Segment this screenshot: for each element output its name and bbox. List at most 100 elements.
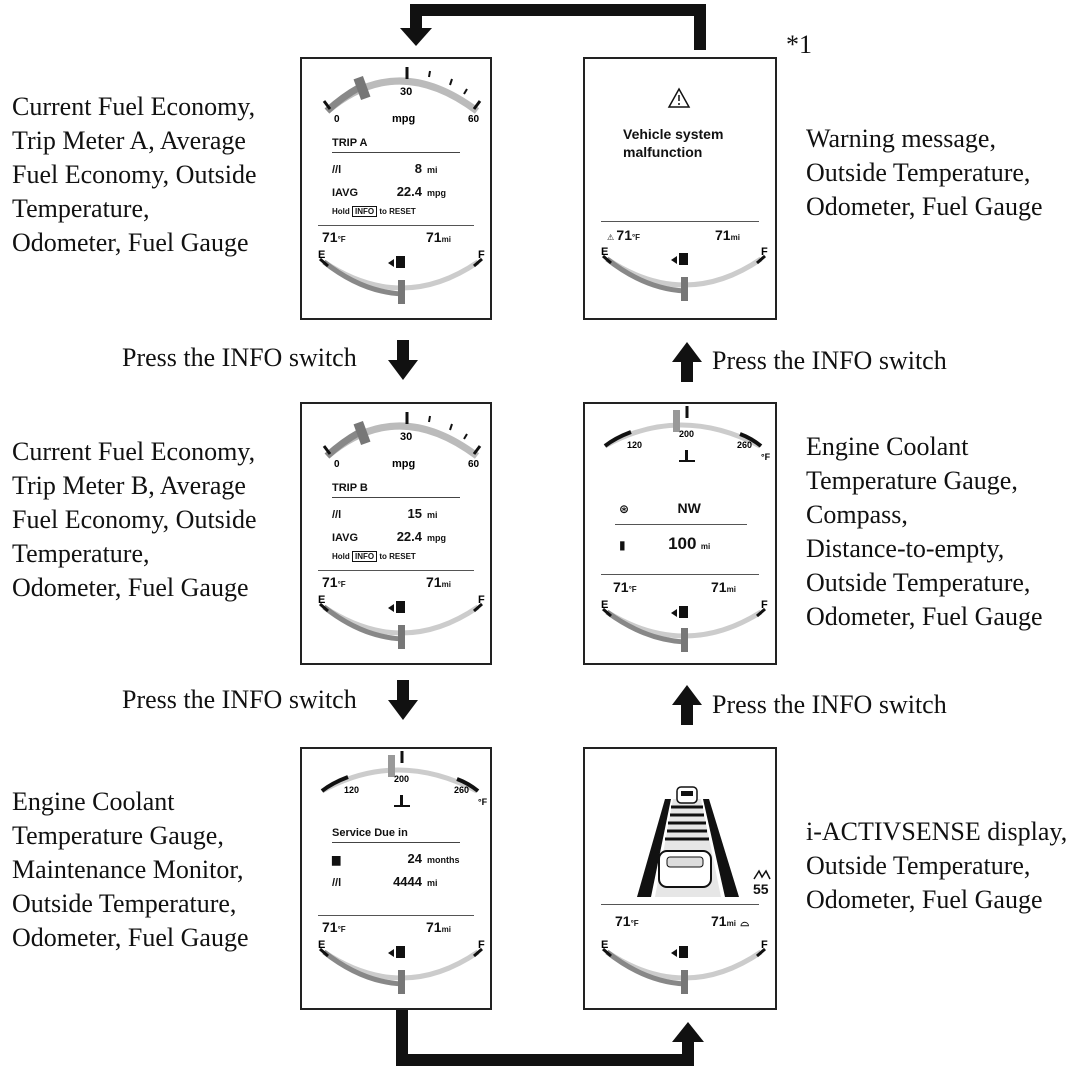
divider bbox=[318, 570, 474, 571]
step-label-left-1: Press the INFO switch bbox=[122, 343, 357, 372]
fuel-empty-label: E bbox=[601, 939, 608, 951]
fuel-full-label: F bbox=[478, 939, 485, 951]
service-distance-row: //l 4444 mi bbox=[332, 874, 438, 889]
fuel-gauge: E F bbox=[318, 594, 485, 649]
arrow-up-icon bbox=[672, 685, 702, 725]
coolant-mid-label: 200 bbox=[394, 774, 409, 784]
trip-info: TRIP B //l 15 mi IAVG 22.4 mpg Hold INFO… bbox=[332, 482, 462, 562]
gauge-max-label: 60 bbox=[468, 459, 480, 470]
warning-message: Vehicle system malfunction bbox=[623, 126, 724, 160]
fuel-pump-icon: ▮ bbox=[619, 538, 626, 552]
footnote-marker: *1 bbox=[786, 30, 812, 59]
outside-temperature: 71°F bbox=[613, 579, 637, 595]
description-trip-a: Current Fuel Economy, Trip Meter A, Aver… bbox=[12, 92, 257, 257]
fuel-full-label: F bbox=[761, 599, 768, 611]
speed-limit-value: 55 bbox=[753, 881, 769, 897]
trip-average-row: IAVG 22.4 mpg bbox=[332, 184, 446, 199]
gauge-min-label: 0 bbox=[334, 459, 340, 470]
display-panel-compass: 120 200 260 °F ⊛ NW ▮ 100 mi 71°F 71mi E… bbox=[583, 402, 777, 665]
fuel-gauge: E F bbox=[601, 246, 768, 301]
fuel-empty-label: E bbox=[601, 599, 608, 611]
outside-temperature: 71°F bbox=[322, 919, 346, 935]
car-ahead-icon bbox=[676, 786, 698, 804]
fuel-pump-icon bbox=[671, 606, 688, 618]
maintenance-info: Service Due in ▆ 24 months //l 4444 mi bbox=[332, 827, 462, 889]
odometer: 71mi bbox=[715, 227, 740, 243]
warning-triangle-icon bbox=[667, 87, 691, 108]
fuel-pump-icon bbox=[388, 601, 405, 613]
display-panel-trip-a: 0 30 60 mpg TRIP A //l 8 mi IAVG 22.4 mp… bbox=[300, 57, 492, 320]
compass-icon: ⊛ bbox=[619, 502, 630, 516]
outside-temperature: 71°F bbox=[322, 574, 346, 590]
gauge-unit-label: mpg bbox=[392, 458, 415, 470]
fuel-full-label: F bbox=[761, 246, 768, 258]
outside-temperature: 71°F bbox=[322, 229, 346, 245]
mpg-gauge: 0 30 60 mpg bbox=[322, 67, 482, 125]
fuel-full-label: F bbox=[761, 939, 768, 951]
arrow-down-icon bbox=[388, 680, 418, 720]
gauge-unit-label: mpg bbox=[392, 113, 415, 125]
coolant-thermometer-icon bbox=[394, 795, 410, 807]
display-panel-maintenance: 120 200 260 °F Service Due in ▆ 24 month… bbox=[300, 747, 492, 1010]
distance-to-empty-value: 100 bbox=[668, 534, 697, 553]
trip-info: TRIP A //l 8 mi IAVG 22.4 mpg Hold INFO … bbox=[332, 137, 462, 217]
trip-average-row: IAVG 22.4 mpg bbox=[332, 529, 446, 544]
coolant-low-label: 120 bbox=[627, 440, 642, 450]
warning-small-icon: ⚠ bbox=[607, 233, 617, 242]
divider bbox=[601, 904, 759, 905]
fuel-pump-icon bbox=[671, 253, 688, 265]
service-months-row: ▆ 24 months bbox=[332, 851, 460, 866]
divider bbox=[318, 915, 474, 916]
loop-arrow-bottom bbox=[396, 1010, 704, 1066]
fuel-empty-label: E bbox=[318, 939, 325, 951]
odometer: 71mi ⌓ bbox=[711, 913, 750, 929]
own-car-icon bbox=[658, 850, 712, 888]
divider bbox=[601, 574, 759, 575]
fuel-empty-label: E bbox=[318, 249, 325, 261]
gauge-max-label: 60 bbox=[468, 114, 480, 125]
fuel-gauge: E F bbox=[601, 939, 768, 994]
trip-title: TRIP B bbox=[332, 482, 460, 498]
coolant-unit-label: °F bbox=[478, 797, 488, 807]
description-warning: Warning message, Outside Temperature, Od… bbox=[806, 124, 1043, 221]
fuel-gauge: E F bbox=[318, 939, 485, 994]
odometer: 71mi bbox=[426, 919, 451, 935]
odometer: 71mi bbox=[426, 574, 451, 590]
fuel-empty-label: E bbox=[318, 594, 325, 606]
odometer: 71mi bbox=[426, 229, 451, 245]
coolant-mid-label: 200 bbox=[679, 429, 694, 439]
divider bbox=[615, 524, 747, 525]
outside-temperature: 71°F bbox=[615, 913, 639, 929]
reset-hint: Hold INFO to RESET bbox=[332, 206, 416, 217]
fuel-full-label: F bbox=[478, 594, 485, 606]
fuel-gauge: E F bbox=[318, 249, 485, 304]
fuel-gauge: E F bbox=[601, 599, 768, 652]
fuel-pump-icon bbox=[388, 946, 405, 958]
gauge-mid-label: 30 bbox=[400, 86, 412, 98]
fuel-empty-label: E bbox=[601, 246, 608, 258]
coolant-temperature-gauge: 120 200 260 °F bbox=[320, 751, 488, 807]
arrow-up-icon bbox=[672, 342, 702, 382]
distance-to-empty-row: ▮ 100 mi bbox=[619, 534, 711, 553]
coolant-temperature-gauge: 120 200 260 °F bbox=[603, 406, 771, 462]
fuel-pump-icon bbox=[671, 946, 688, 958]
display-panel-trip-b: 0 30 60 mpg TRIP B //l 15 mi IAVG 22.4 m… bbox=[300, 402, 492, 665]
gauge-min-label: 0 bbox=[334, 114, 340, 125]
description-activsense: i-ACTIVSENSE display, Outside Temperatur… bbox=[806, 817, 1068, 914]
step-label-right-1: Press the INFO switch bbox=[712, 346, 947, 375]
fuel-full-label: F bbox=[478, 249, 485, 261]
arrow-down-icon bbox=[388, 340, 418, 380]
display-panel-activsense: 55 71°F 71mi ⌓ E F bbox=[583, 747, 777, 1010]
trip-distance-row: //l 15 mi bbox=[332, 506, 438, 521]
step-label-left-2: Press the INFO switch bbox=[122, 685, 357, 714]
reset-hint: Hold INFO to RESET bbox=[332, 551, 416, 562]
coolant-thermometer-icon bbox=[679, 450, 695, 462]
odometer: 71mi bbox=[711, 579, 736, 595]
coolant-low-label: 120 bbox=[344, 785, 359, 795]
service-due-title: Service Due in bbox=[332, 827, 460, 843]
divider bbox=[601, 221, 759, 222]
radar-icon: ⌓ bbox=[740, 917, 750, 929]
display-panel-warning: Vehicle system malfunction ⚠ 71°F 71mi E… bbox=[583, 57, 777, 320]
description-maintenance: Engine Coolant Temperature Gauge, Mainte… bbox=[12, 787, 249, 952]
coolant-unit-label: °F bbox=[761, 452, 771, 462]
